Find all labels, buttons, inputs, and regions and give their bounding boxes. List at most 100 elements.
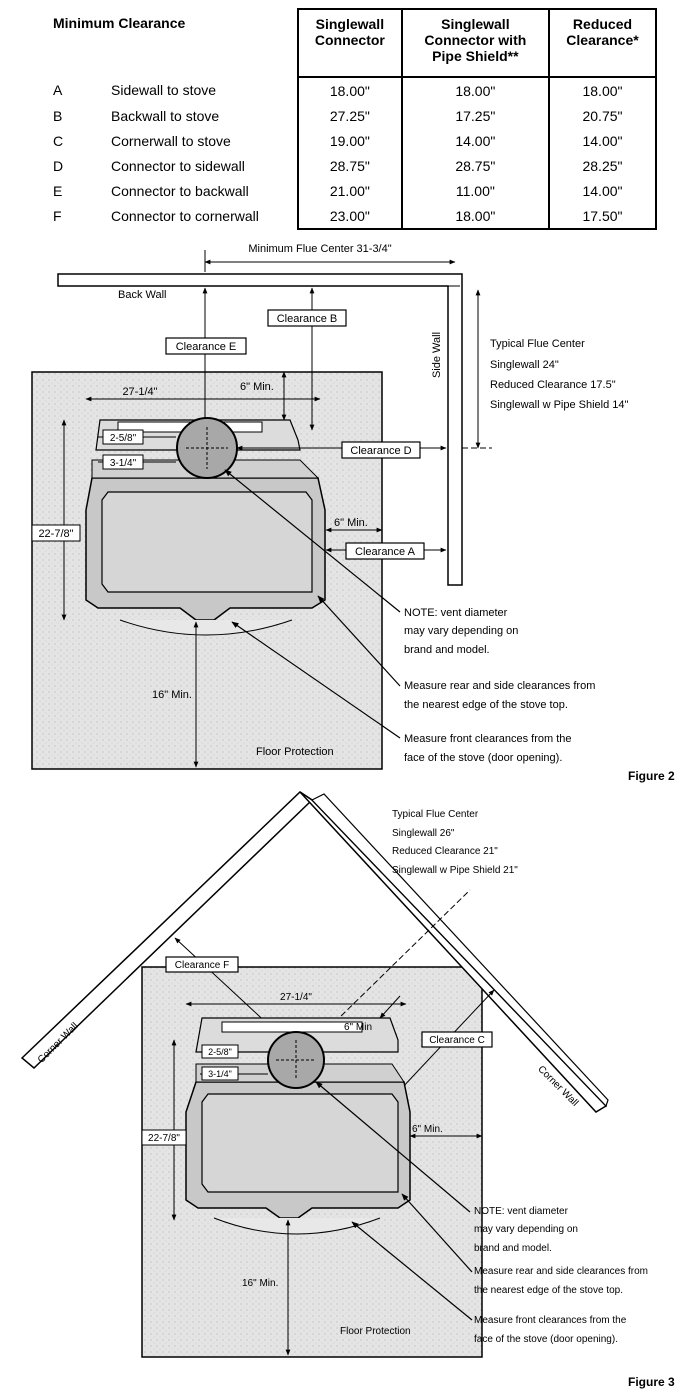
clearance-table-wrap: Minimum Clearance Singlewall Connector S…	[45, 8, 658, 230]
clearance-f-label: Clearance F	[175, 960, 229, 971]
col-header-pipe-shield: Singlewall Connector with Pipe Shield**	[400, 8, 549, 78]
min-flue-center-label: Minimum Flue Center 31-3/4"	[248, 243, 391, 255]
row-label: Sidewall to stove	[111, 82, 217, 98]
width-label: 27-1/4"	[280, 992, 312, 1003]
row-label: Cornerwall to stove	[111, 132, 231, 149]
dim-2-5-8-box	[201, 1044, 239, 1059]
table-row: B Backwall to stove 27.25" 17.25" 20.75"	[45, 103, 658, 128]
cell-value: 14.00"	[400, 128, 549, 153]
note-vent-leader	[315, 1081, 471, 1213]
cell-value: 17.25"	[400, 103, 549, 128]
stove-hearth-front	[213, 1217, 381, 1235]
table-row: C Cornerwall to stove 19.00" 14.00" 14.0…	[45, 128, 658, 153]
note-vent-line: brand and model.	[474, 1243, 552, 1254]
stove-hearth-front	[119, 619, 293, 636]
label-bg	[236, 240, 406, 256]
table-row: F Connector to cornerwall 23.00" 18.00" …	[45, 203, 658, 230]
typical-flue-line: Reduced Clearance 21"	[392, 846, 498, 857]
clearance-b-label: Clearance B	[277, 313, 338, 325]
cell-value: 28.75"	[400, 153, 549, 178]
clearance-d-label: Clearance D	[350, 445, 411, 457]
typical-flue-title: Typical Flue Center	[392, 809, 479, 820]
note-rear-leader	[317, 595, 401, 687]
dim-2-5-8-label: 2-5/8"	[110, 433, 137, 444]
note-front-line: face of the stove (door opening).	[474, 1334, 618, 1345]
side-6min-label: 6" Min.	[334, 517, 368, 529]
typical-flue-line: Singlewall 26"	[392, 828, 455, 839]
cell-value: 14.00"	[547, 128, 658, 153]
dim-2-5-8-label: 2-5/8"	[208, 1047, 232, 1057]
row-label: Backwall to stove	[111, 107, 220, 124]
clearance-a-box	[345, 542, 425, 560]
note-rear-line: the nearest edge of the stove top.	[404, 699, 568, 711]
note-front-line: Measure front clearances from the	[404, 733, 572, 745]
note-front-line: face of the stove (door opening).	[404, 752, 562, 764]
col-header-line: Singlewall	[315, 16, 385, 32]
clearance-c-box	[421, 1031, 493, 1048]
front-16min-label: 16" Min.	[152, 689, 192, 701]
cell-value: 28.75"	[297, 153, 402, 178]
dim-3-1-4-box	[102, 454, 144, 470]
figure-3-caption: Figure 3	[628, 1375, 675, 1389]
dim-3-1-4-label: 3-1/4"	[208, 1069, 232, 1079]
row-label: Connector to sidewall	[111, 157, 245, 174]
back-wall	[57, 273, 463, 586]
row-label: Connector to cornerwall	[111, 208, 259, 224]
top-6min-dim	[379, 995, 401, 1019]
figure-2-caption: Figure 2	[628, 769, 675, 783]
cell-value: 23.00"	[297, 203, 402, 230]
note-rear-leader	[401, 1193, 473, 1273]
depth-label: 22-7/8"	[148, 1133, 180, 1144]
depth-box	[31, 524, 81, 542]
clearance-e-label: Clearance E	[176, 341, 237, 353]
cell-value: 18.00"	[547, 77, 658, 103]
col-header-reduced: Reduced Clearance*	[547, 8, 658, 78]
row-letter: E	[53, 182, 63, 199]
stove-window	[201, 1093, 399, 1193]
figure-3: Corner Wall Corner Wall Typical Flue Cen…	[20, 791, 675, 1389]
clearance-f-box	[165, 956, 239, 973]
table-row: D Connector to sidewall 28.75" 28.75" 28…	[45, 153, 658, 178]
col-header-line: Singlewall	[441, 16, 510, 32]
top-6min-label: 6" Min	[344, 1022, 372, 1033]
col-header-line: Reduced	[572, 16, 633, 32]
width-label: 27-1/4"	[122, 386, 157, 398]
clearance-d-box	[341, 441, 421, 459]
floor-protection-label: Floor Protection	[340, 1326, 411, 1337]
cell-value: 18.00"	[400, 203, 549, 230]
corner-wall-right-inner	[311, 793, 609, 1108]
col-header-line: Clearance*	[566, 32, 639, 48]
row-letter: A	[53, 82, 63, 98]
cell-value: 19.00"	[297, 128, 402, 153]
row-letter: F	[53, 208, 62, 224]
row-letter: B	[53, 107, 63, 124]
note-vent-line: brand and model.	[404, 644, 490, 656]
side-6min-label: 6" Min.	[412, 1124, 443, 1135]
table-row: E Connector to backwall 21.00" 11.00" 14…	[45, 178, 658, 203]
cell-value: 27.25"	[297, 103, 402, 128]
depth-box	[141, 1129, 187, 1146]
cell-value: 17.50"	[547, 203, 658, 230]
table-row: A Sidewall to stove 18.00" 18.00" 18.00"	[45, 77, 658, 103]
col-header-line: Connector	[314, 32, 385, 48]
clearance-b-box	[267, 309, 347, 327]
col-header-line: Pipe Shield**	[432, 48, 519, 64]
note-rear-line: Measure rear and side clearances from	[474, 1266, 648, 1277]
row-letter: C	[53, 132, 64, 149]
col-header-line: Connector with	[424, 32, 527, 48]
dim-3-1-4-box	[201, 1066, 239, 1081]
typical-flue-line: Singlewall 24"	[490, 359, 559, 371]
cell-value: 18.00"	[297, 77, 402, 103]
clearance-e-box	[165, 337, 247, 355]
note-vent-line: NOTE: vent diameter	[474, 1206, 569, 1217]
cell-value: 28.25"	[547, 153, 658, 178]
cell-value: 11.00"	[400, 178, 549, 203]
clearance-c-label: Clearance C	[429, 1035, 485, 1046]
table-title: Minimum Clearance	[53, 15, 186, 31]
note-rear-line: Measure rear and side clearances from	[404, 680, 595, 692]
note-vent-leader	[224, 469, 401, 613]
stove-window	[101, 491, 313, 593]
stove-top-plate	[221, 1021, 363, 1033]
row-label: Connector to backwall	[111, 182, 249, 199]
